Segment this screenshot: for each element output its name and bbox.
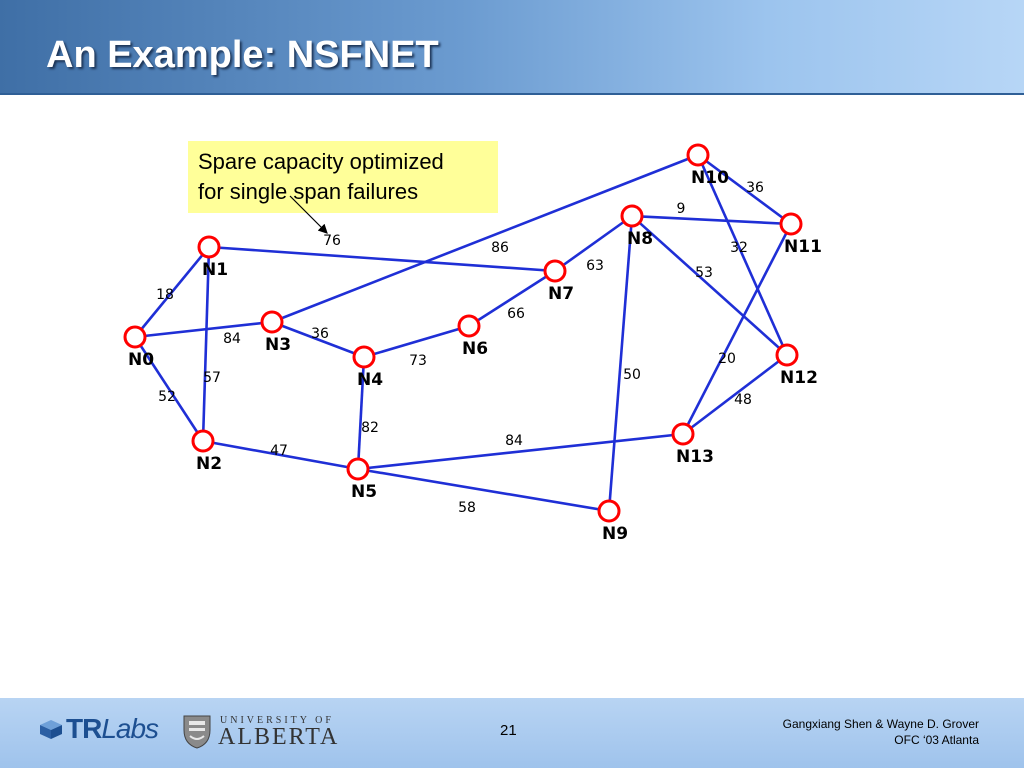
link-label-n12-n13: 48	[734, 392, 752, 408]
node-n10	[686, 143, 710, 167]
link-label-n5-n9: 58	[458, 500, 476, 516]
trlabs-labs-text: Labs	[101, 713, 159, 744]
slide-title: An Example: NSFNET	[46, 34, 439, 76]
link-label-n0-n3: 84	[223, 331, 241, 347]
footer-credits: Gangxiang Shen & Wayne D. Grover OFC ‘03…	[783, 716, 979, 748]
trlabs-logo: TR Labs	[36, 713, 159, 744]
callout-arrow	[289, 195, 328, 234]
node-label-n6: N6	[462, 339, 488, 359]
university-top-text: UNIVERSITY OF	[220, 715, 334, 726]
node-n3	[260, 310, 284, 334]
link-label-n3-n4: 36	[311, 326, 329, 342]
footer-conference: OFC ‘03 Atlanta	[894, 733, 979, 747]
node-label-n12: N12	[780, 368, 818, 388]
link-label-n8-n12: 53	[695, 265, 713, 281]
trlabs-cube-icon	[40, 720, 62, 739]
link-label-n7-n8: 63	[586, 258, 604, 274]
node-label-n11: N11	[784, 237, 822, 257]
link-n1-n7	[208, 245, 556, 273]
callout-line-2: for single span failures	[198, 179, 419, 204]
link-n2-n5	[202, 439, 359, 471]
link-label-n8-n9: 50	[623, 367, 641, 383]
link-label-n5-n13: 84	[505, 433, 523, 449]
footer-authors: Gangxiang Shen & Wayne D. Grover	[782, 717, 979, 731]
link-label-n10-n11: 36	[746, 180, 764, 196]
link-n12-n13	[682, 353, 788, 436]
link-n4-n6	[363, 324, 470, 359]
link-label-n1-n2: 57	[203, 370, 221, 386]
link-n8-n12	[631, 215, 788, 356]
link-n3-n4	[271, 320, 365, 359]
link-n0-n1	[133, 246, 211, 338]
link-label-n2-n5: 47	[270, 443, 288, 459]
footer-bar: TR Labs UNIVERSITY OF ALBERTA 21 Gangxia…	[0, 698, 1024, 768]
node-n12	[775, 343, 799, 367]
page-number: 21	[500, 722, 517, 739]
university-of-alberta-logo: UNIVERSITY OF ALBERTA	[180, 712, 337, 752]
node-label-n2: N2	[196, 454, 222, 474]
link-label-n6-n7: 66	[507, 306, 525, 322]
node-label-n5: N5	[351, 482, 377, 502]
callout-box: Spare capacity optimized for single span…	[188, 141, 498, 213]
link-n1-n2	[201, 246, 211, 442]
link-n7-n8	[554, 214, 633, 273]
link-n10-n11	[697, 153, 792, 226]
node-n1	[197, 235, 221, 259]
node-label-n13: N13	[676, 447, 714, 467]
node-n11	[779, 212, 803, 236]
node-n0	[123, 325, 147, 349]
link-n8-n9	[607, 215, 634, 512]
node-n5	[346, 457, 370, 481]
link-n0-n2	[133, 336, 205, 442]
node-n6	[457, 314, 481, 338]
node-n7	[543, 259, 567, 283]
link-n5-n9	[357, 467, 610, 513]
title-bar: An Example: NSFNET	[0, 0, 1024, 95]
link-label-n10-n12: 32	[730, 240, 748, 256]
link-label-n4-n6: 73	[409, 353, 427, 369]
links-layer	[133, 153, 793, 513]
link-label-n11-n13: 20	[718, 351, 736, 367]
link-n3-n10	[271, 153, 699, 324]
link-n5-n13	[357, 432, 684, 471]
link-label-n1-n7: 76	[323, 233, 341, 249]
link-labels-layer: 18 84 52 57 76 86 36 73 82 66 63 9 53 50 36 32 20 48 47 84 5…	[156, 180, 764, 516]
link-label-n4-n5: 82	[361, 420, 379, 436]
university-name-text: ALBERTA	[218, 724, 340, 750]
link-label-n8-n11: 9	[677, 201, 686, 217]
link-label-n0-n2: 52	[158, 389, 176, 405]
node-label-n8: N8	[627, 229, 653, 249]
link-label-n3-n10: 86	[491, 240, 509, 256]
node-n4	[352, 345, 376, 369]
nsfnet-topology-diagram: 18 84 52 57 76 86 36 73 82 66 63 9 53 50 36 32 20 48 47 84 5…	[123, 143, 822, 544]
link-n11-n13	[681, 223, 793, 435]
link-label-n0-n1: 18	[156, 287, 174, 303]
node-label-n7: N7	[548, 284, 574, 304]
university-crest-icon	[183, 715, 211, 749]
link-n4-n5	[356, 356, 366, 470]
node-n9	[597, 499, 621, 523]
node-label-n10: N10	[691, 168, 729, 188]
node-n2	[191, 429, 215, 453]
node-label-n3: N3	[265, 335, 291, 355]
node-label-n0: N0	[128, 350, 154, 370]
node-label-n9: N9	[602, 524, 628, 544]
link-n8-n11	[631, 214, 792, 226]
node-label-n1: N1	[202, 260, 228, 280]
node-label-n4: N4	[357, 370, 383, 390]
node-n8	[620, 204, 644, 228]
link-n6-n7	[468, 269, 556, 328]
callout-line-1: Spare capacity optimized	[198, 149, 444, 174]
link-n10-n12	[696, 154, 789, 356]
trlabs-tr-text: TR	[66, 713, 102, 744]
node-n13	[671, 422, 695, 446]
link-n0-n3	[134, 320, 273, 339]
